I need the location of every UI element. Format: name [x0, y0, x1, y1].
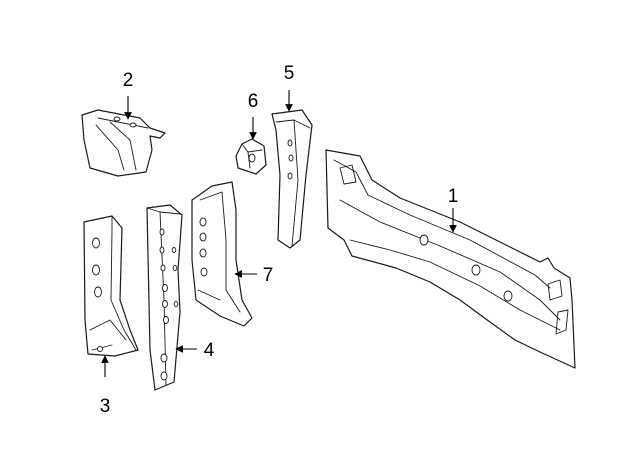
callout-5: 5 — [284, 63, 295, 84]
callout-6: 6 — [248, 91, 259, 112]
callout-1: 1 — [448, 186, 459, 207]
part-3-pillar — [83, 215, 139, 357]
part-4-pillar — [146, 204, 183, 391]
part-5-pillar — [271, 109, 313, 249]
callout-2: 2 — [123, 70, 134, 91]
part-6-reinforcement — [235, 138, 267, 175]
callout-3: 3 — [100, 396, 111, 417]
part-1-rear-panel — [325, 149, 576, 369]
part-2-bracket — [81, 109, 166, 177]
part-7-pillar — [191, 181, 253, 327]
callout-7: 7 — [263, 265, 274, 286]
callout-4: 4 — [204, 340, 215, 361]
